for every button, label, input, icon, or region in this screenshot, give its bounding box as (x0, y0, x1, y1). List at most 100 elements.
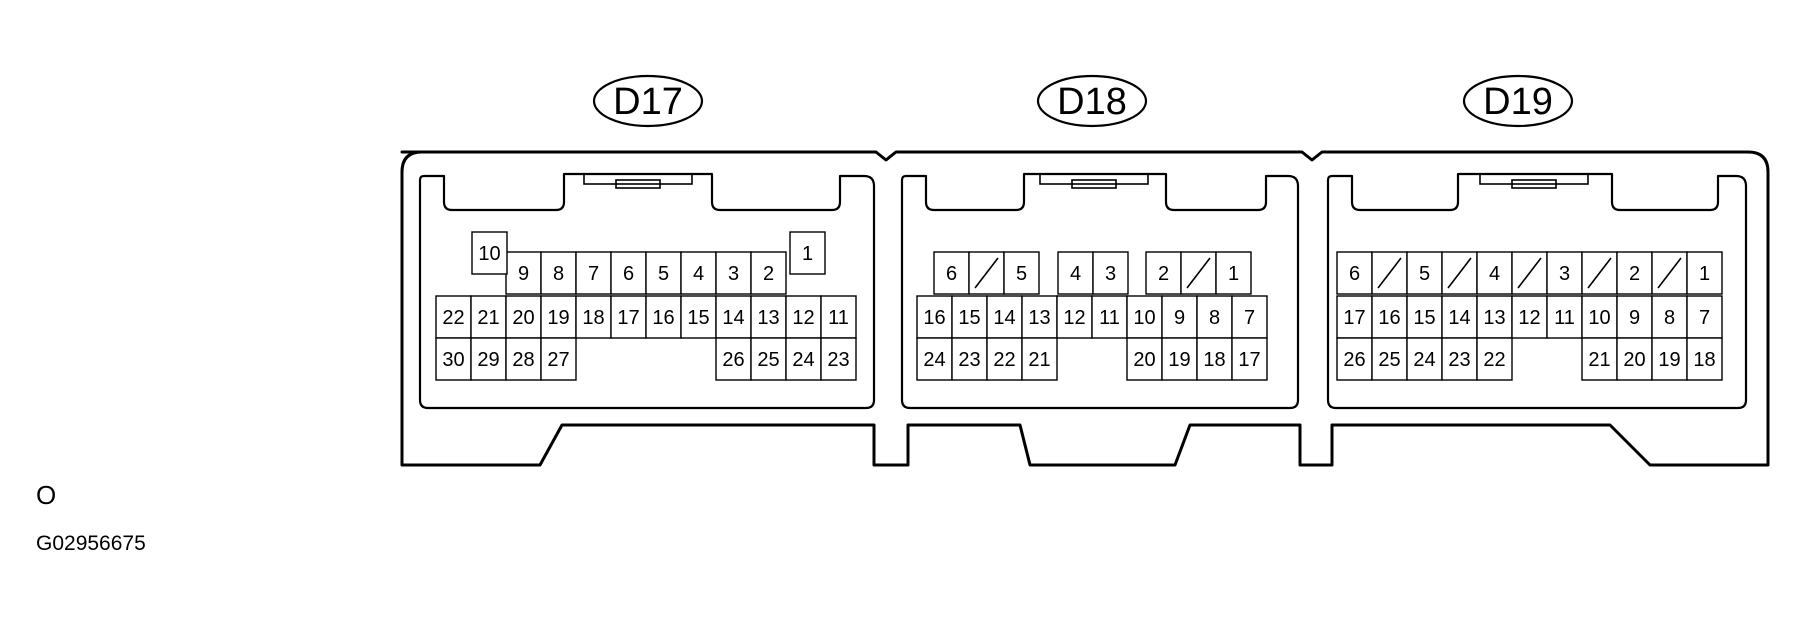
d19-pin-21-cell (1581, 337, 1618, 381)
connector-label-ellipse (1462, 74, 1574, 128)
d17-pin-7-cell (575, 251, 612, 295)
d19-pin-23-cell (1441, 337, 1478, 381)
d17-pin-11-label: 11 (828, 307, 849, 329)
d18-pin-7-label: 7 (1244, 307, 1255, 329)
d17-pin-12-cell (785, 295, 822, 339)
d17-pin-3-cell (715, 251, 752, 295)
d18-pin-16-label: 16 (923, 307, 945, 329)
d18-pin-17-label: 17 (1238, 349, 1260, 371)
connector-label: D17 (613, 81, 683, 123)
d19-pin-24-cell (1406, 337, 1443, 381)
d19-pin-17-cell (1336, 295, 1373, 339)
d19-pin-8-cell (1651, 295, 1688, 339)
connector-label: D19 (1483, 81, 1553, 123)
d19-pin-10-label: 10 (1588, 307, 1610, 329)
d17-pin-14-cell (715, 295, 752, 339)
d19-pin-25-cell (1371, 337, 1408, 381)
d18-pin-21-cell (1021, 337, 1058, 381)
d17-pin-23-cell (820, 337, 857, 381)
d17-pin-23-label: 23 (827, 349, 849, 371)
d19-pin-19-cell (1651, 337, 1688, 381)
d19-pin-7-label: 7 (1699, 307, 1710, 329)
d17-pin-18-label: 18 (582, 307, 604, 329)
d18-pin-10-label: 10 (1133, 307, 1155, 329)
d18-pin-8-cell (1196, 295, 1233, 339)
d18-pin-9-cell (1161, 295, 1198, 339)
latch-details (583, 173, 1589, 189)
d19-pin-10-cell (1581, 295, 1618, 339)
d18-pin-23-label: 23 (958, 349, 980, 371)
d19-pin-20-cell (1616, 337, 1653, 381)
d19-pin-3-label: 3 (1559, 263, 1570, 285)
d18-pin-18-label: 18 (1203, 349, 1225, 371)
d17-pin-7-label: 7 (588, 263, 599, 285)
d19-pin-17-label: 17 (1343, 307, 1365, 329)
d17-pin-5-label: 5 (658, 263, 669, 285)
housing-outline (400, 150, 1770, 467)
d18-pin-14-label: 14 (993, 307, 1015, 329)
d19-pin-20-label: 20 (1623, 349, 1645, 371)
d17-pin-17-cell (610, 295, 647, 339)
d19-pin-26-label: 26 (1343, 349, 1365, 371)
d17-pin-26-label: 26 (722, 349, 744, 371)
d17-pin-27-cell (540, 337, 577, 381)
d18-cavity-outline (900, 172, 1300, 410)
d19-pin-9-label: 9 (1629, 307, 1640, 329)
d17-pin-15-label: 15 (687, 307, 709, 329)
d19-blank-1-slash (1377, 257, 1402, 289)
d18-pin-17-cell (1231, 337, 1268, 381)
d19-pin-21-label: 21 (1588, 349, 1610, 371)
d19-pin-11-label: 11 (1554, 307, 1575, 329)
d17-pin-28-cell (505, 337, 542, 381)
d18-pin-4-label: 4 (1070, 263, 1081, 285)
d19-pin-23-label: 23 (1448, 349, 1470, 371)
d18-pin-3-label: 3 (1105, 263, 1116, 285)
d17-pin-10-label: 10 (478, 243, 500, 265)
d18-pin-23-cell (951, 337, 988, 381)
d19-pin-4-label: 4 (1489, 263, 1500, 285)
note-letter: O (36, 480, 57, 510)
d18-pin-1-cell (1215, 251, 1252, 295)
connector-label-ellipse (592, 74, 704, 128)
d17-pin-24-label: 24 (792, 349, 814, 371)
d18-pin-11-cell (1091, 295, 1128, 339)
d19-pin-4-cell (1476, 251, 1513, 295)
d19-pin-24-label: 24 (1413, 349, 1435, 371)
d18-pin-3-cell (1092, 251, 1129, 295)
d19-pin-22-label: 22 (1483, 349, 1505, 371)
d19-pin-13-label: 13 (1483, 307, 1505, 329)
d19-pin-14-label: 14 (1448, 307, 1470, 329)
d19-pin-18-cell (1686, 337, 1723, 381)
d19-blank-3-slash (1447, 257, 1472, 289)
d18-pin-6-label: 6 (946, 263, 957, 285)
d17-pin-25-label: 25 (757, 349, 779, 371)
d19-pin-16-label: 16 (1378, 307, 1400, 329)
d17-pin-2-cell (750, 251, 787, 295)
d19-pin-1-cell (1686, 251, 1723, 295)
d18-pin-15-label: 15 (958, 307, 980, 329)
d17-pin-6-label: 6 (623, 263, 634, 285)
d17-pin-2-label: 2 (763, 263, 774, 285)
d19-pin-8-label: 8 (1664, 307, 1675, 329)
d19-pin-2-cell (1616, 251, 1653, 295)
d19-pin-3-cell (1546, 251, 1583, 295)
d17-pin-10-cell (471, 231, 508, 275)
d19-blank-5-slash (1517, 257, 1542, 289)
d18-pin-21-label: 21 (1028, 349, 1050, 371)
d19-pin-11-cell (1546, 295, 1583, 339)
d17-pin-19-label: 19 (547, 307, 569, 329)
d17-pin-16-label: 16 (652, 307, 674, 329)
d17-pin-9-label: 9 (518, 263, 529, 285)
d19-pin-15-label: 15 (1413, 307, 1435, 329)
d19-pin-5-cell (1406, 251, 1443, 295)
d18-pin-2-label: 2 (1158, 263, 1169, 285)
d19-pin-5-label: 5 (1419, 263, 1430, 285)
d17-pin-12-label: 12 (792, 307, 814, 329)
d19-cavity-outline (1326, 172, 1748, 410)
d17-pin-1-label: 1 (802, 243, 813, 265)
d17-pin-13-label: 13 (757, 307, 779, 329)
d17-pin-3-label: 3 (728, 263, 739, 285)
d17-pin-1-cell (789, 231, 826, 275)
